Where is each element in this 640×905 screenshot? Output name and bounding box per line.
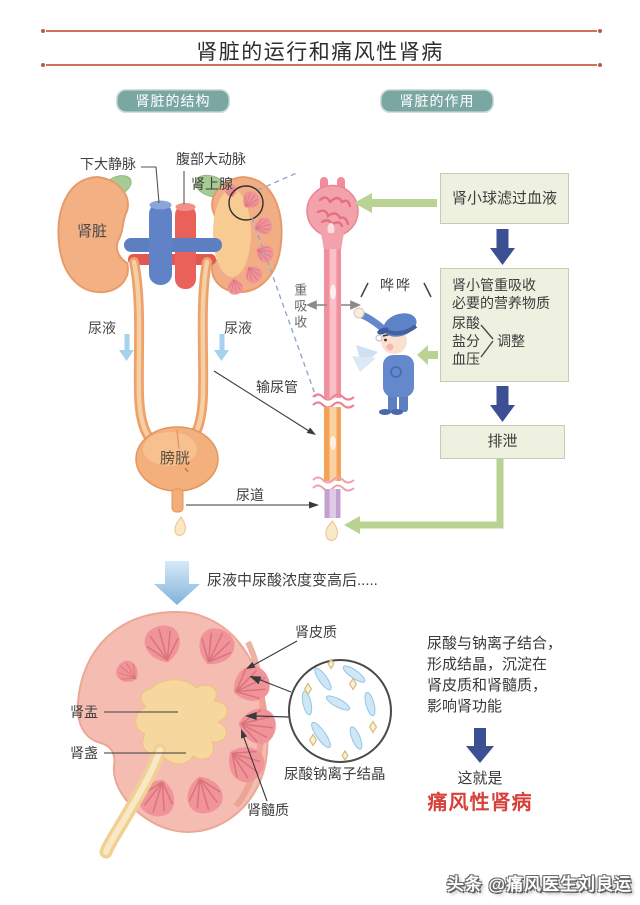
conclusion-desc-line2: 形成结晶，沉淀在 xyxy=(427,656,548,673)
nephron xyxy=(306,177,359,541)
flow-box-excrete: 排泄 xyxy=(440,425,565,459)
label-reabsorption: 重吸收 xyxy=(292,283,308,331)
navy-arrow-3 xyxy=(466,728,494,763)
cortex-pointer xyxy=(246,640,298,669)
reabsorption-arrows xyxy=(306,300,361,310)
conclusion-desc-line4: 影响肾功能 xyxy=(427,698,503,715)
label-bladder: 膀胱 xyxy=(160,450,191,467)
urine-flow-arrows xyxy=(119,334,229,361)
label-urine-right: 尿液 xyxy=(224,320,252,336)
blood-vessels xyxy=(124,200,222,289)
watermark-author: 头条 @痛风医生刘良运 xyxy=(446,875,632,894)
navy-arrow-2 xyxy=(490,386,515,422)
dashed-links xyxy=(251,171,317,398)
label-urethra: 尿道 xyxy=(236,487,264,503)
disease-name: 痛风性肾病 xyxy=(427,792,533,814)
title-rule-bottom xyxy=(41,63,602,67)
label-adrenal: 肾上腺 xyxy=(191,176,233,192)
crystal-magnifier xyxy=(288,658,392,763)
flow-box-reabsorb-item-uric-acid: 尿酸 xyxy=(452,315,480,331)
green-arrow-excrete xyxy=(344,457,504,534)
label-renal-medulla: 肾髓质 xyxy=(247,802,289,818)
whistle-slashes xyxy=(360,282,432,298)
urethra-pointer xyxy=(186,501,319,509)
green-arrow-filter xyxy=(354,193,437,213)
magnifier-circle xyxy=(228,185,264,221)
label-vena-cava: 下大静脉 xyxy=(80,156,136,172)
police-officer-illustration xyxy=(352,307,418,415)
ureter-pointer xyxy=(213,370,316,435)
badge-kidney-function: 肾脏的作用 xyxy=(380,89,494,113)
label-renal-calyx: 肾盏 xyxy=(70,745,98,761)
label-renal-pelvis: 肾盂 xyxy=(70,704,98,720)
label-urate-crystals: 尿酸钠离子结晶 xyxy=(284,767,386,783)
navy-arrow-1 xyxy=(490,229,515,265)
conclusion-desc-line1: 尿酸与钠离子结合， xyxy=(427,635,563,652)
conclusion-description: 尿酸与钠离子结合， 形成结晶，沉淀在 肾皮质和肾髓质， 影响肾功能 xyxy=(427,633,577,717)
flow-box-filter: 肾小球滤过血液 xyxy=(440,173,569,224)
ureters xyxy=(129,257,212,452)
crystal-circle-arrows xyxy=(245,676,292,721)
flow-box-reabsorb-item-bp: 血压 xyxy=(452,351,480,367)
big-blue-transition-arrow xyxy=(154,561,200,605)
badge-kidney-structure: 肾脏的结构 xyxy=(116,89,230,113)
title-rule-top xyxy=(41,29,602,33)
left-kidney xyxy=(57,175,129,294)
label-aorta: 腹部大动脉 xyxy=(176,151,246,167)
medulla-pointer xyxy=(241,729,268,802)
green-arrow-reabsorb xyxy=(417,345,438,365)
label-kidney: 肾脏 xyxy=(77,223,108,240)
flow-box-reabsorb-line1: 肾小管重吸收 xyxy=(452,277,536,293)
conclusion-intro: 这就是 xyxy=(457,770,503,787)
flow-box-reabsorb-item-salt: 盐分 xyxy=(452,333,480,349)
flow-box-reabsorb: 肾小管重吸收 必要的营养物质 尿酸 盐分 血压 调整 xyxy=(440,268,569,382)
label-whistle-sfx: 哗哗 xyxy=(380,277,412,293)
flow-box-reabsorb-result: 调整 xyxy=(497,333,525,349)
flow-box-reabsorb-line2: 必要的营养物质 xyxy=(452,295,550,311)
label-ureter: 输尿管 xyxy=(256,379,298,395)
kidney-cross-section xyxy=(76,610,279,859)
label-renal-cortex: 肾皮质 xyxy=(295,624,337,640)
label-urine-left: 尿液 xyxy=(88,320,116,336)
conclusion-desc-line3: 肾皮质和肾髓质， xyxy=(427,677,548,694)
pointer-lines xyxy=(141,166,185,204)
page-title: 肾脏的运行和痛风性肾病 xyxy=(196,41,444,64)
bladder xyxy=(135,426,219,536)
right-kidney-cutaway xyxy=(211,175,283,297)
transition-text: 尿液中尿酸浓度变高后..... xyxy=(207,572,378,589)
